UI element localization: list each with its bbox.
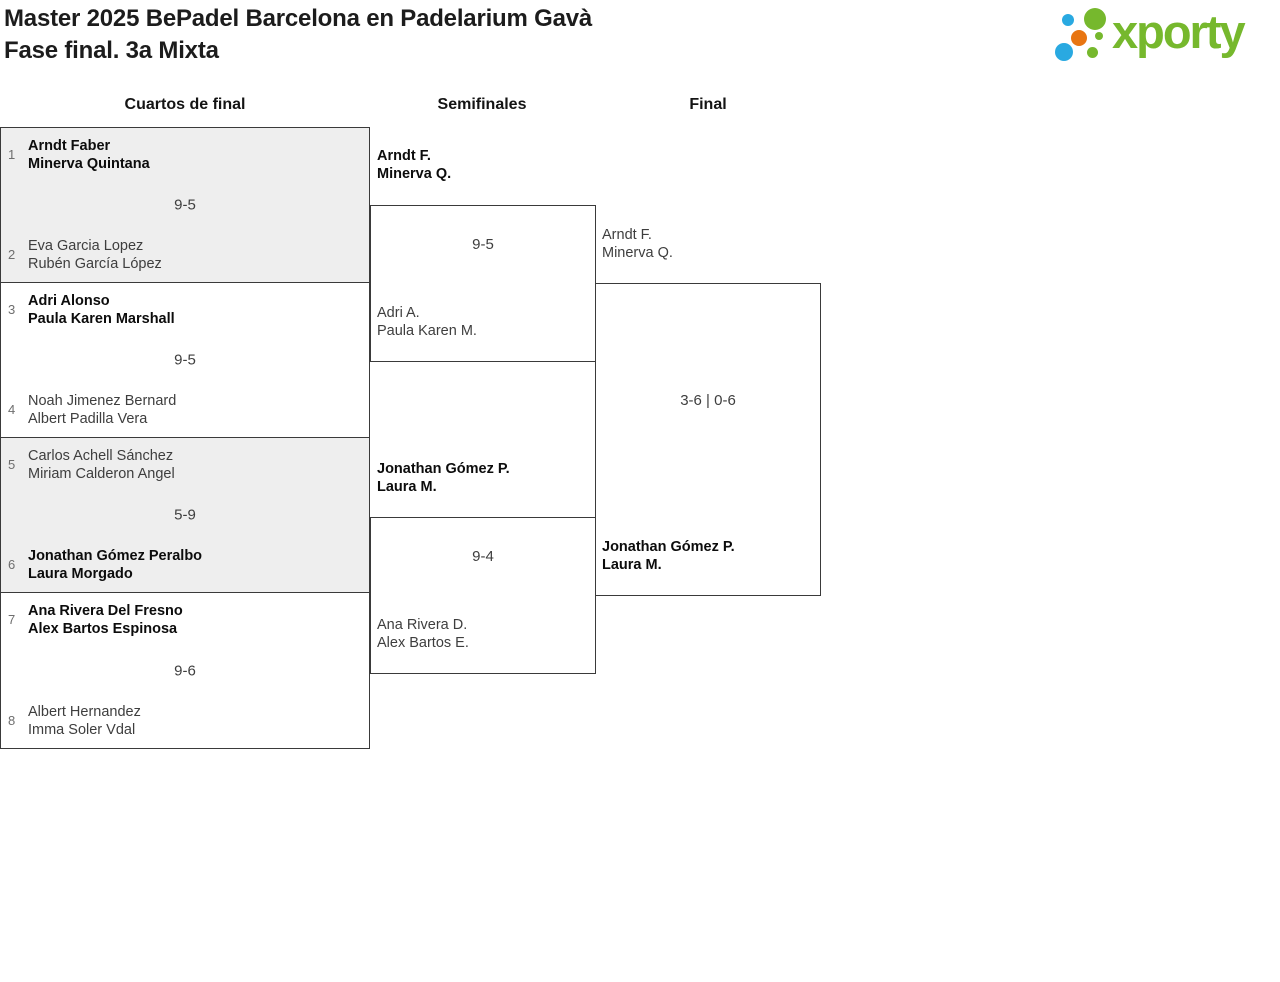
player-name: Ana Rivera Del Fresno	[28, 603, 183, 619]
logo-dot-icon	[1071, 30, 1087, 46]
seed-number: 4	[8, 402, 16, 417]
quarterfinal-match-3[interactable]: 5 Carlos Achell Sánchez Miriam Calderon …	[0, 437, 370, 593]
player-name: Jonathan Gómez Peralbo	[28, 548, 203, 564]
seed-number: 5	[8, 457, 16, 472]
page-title: Master 2025 BePadel Barcelona en Padelar…	[4, 3, 592, 67]
team-pair: Jonathan Gómez P. Laura M.	[602, 538, 735, 574]
team-pair: Adri A. Paula Karen M.	[377, 304, 477, 340]
player-name: Minerva Q.	[377, 166, 452, 182]
final-match[interactable]	[595, 283, 821, 596]
team-pair: Carlos Achell Sánchez Miriam Calderon An…	[28, 447, 175, 483]
xporty-logo[interactable]: xporty	[1050, 0, 1278, 76]
seed-number: 7	[8, 612, 16, 627]
quarterfinals-column: 1 Arndt Faber Minerva Quintana 9-5 2 Eva…	[0, 127, 370, 749]
player-name: Arndt Faber	[28, 138, 111, 154]
quarterfinal-match-4[interactable]: 7 Ana Rivera Del Fresno Alex Bartos Espi…	[0, 592, 370, 749]
player-name: Adri A.	[377, 305, 420, 321]
player-name: Minerva Quintana	[28, 156, 150, 172]
seed-number: 3	[8, 302, 16, 317]
round-header-semifinals: Semifinales	[437, 96, 527, 113]
team-pair: Noah Jimenez Bernard Albert Padilla Vera	[28, 392, 176, 428]
player-name: Miriam Calderon Angel	[28, 466, 175, 482]
player-name: Imma Soler Vdal	[28, 722, 136, 738]
match-score: 9-5	[174, 351, 196, 369]
player-name: Arndt F.	[377, 148, 431, 164]
round-header-final: Final	[689, 96, 727, 113]
player-name: Paula Karen M.	[377, 323, 477, 339]
match-score: 3-6 | 0-6	[680, 392, 736, 409]
logo-dot-icon	[1062, 14, 1074, 26]
phase-subtitle: Fase final. 3a Mixta	[4, 37, 219, 64]
team-pair: Eva Garcia Lopez Rubén García López	[28, 237, 162, 273]
player-name: Minerva Q.	[602, 245, 673, 261]
player-name: Carlos Achell Sánchez	[28, 448, 174, 464]
player-name: Laura Morgado	[28, 566, 133, 582]
player-name: Albert Hernandez	[28, 704, 141, 720]
player-name: Laura M.	[377, 479, 437, 495]
player-name: Alex Bartos E.	[377, 635, 469, 651]
team-pair: Jonathan Gómez Peralbo Laura Morgado	[28, 547, 202, 583]
tournament-title: Master 2025 BePadel Barcelona en Padelar…	[4, 5, 593, 32]
player-name: Noah Jimenez Bernard	[28, 393, 177, 409]
logo-dot-icon	[1095, 32, 1103, 40]
player-name: Rubén García López	[28, 256, 162, 272]
match-score: 9-6	[174, 662, 196, 679]
match-score: 5-9	[174, 506, 196, 524]
player-name: Paula Karen Marshall	[28, 311, 175, 327]
seed-number: 6	[8, 557, 16, 572]
logo-dot-icon	[1087, 47, 1098, 58]
team-pair: Arndt F. Minerva Q.	[602, 226, 673, 262]
team-pair: Albert Hernandez Imma Soler Vdal	[28, 703, 141, 739]
team-pair: Ana Rivera D. Alex Bartos E.	[377, 616, 469, 652]
team-pair: Ana Rivera Del Fresno Alex Bartos Espino…	[28, 602, 183, 638]
match-score: 9-5	[174, 196, 196, 214]
seed-number: 8	[8, 713, 16, 728]
player-name: Ana Rivera D.	[377, 617, 468, 633]
player-name: Laura M.	[602, 557, 662, 573]
team-pair: Jonathan Gómez P. Laura M.	[377, 460, 510, 496]
seed-number: 1	[8, 147, 16, 162]
player-name: Arndt F.	[602, 227, 652, 243]
team-pair: Arndt Faber Minerva Quintana	[28, 137, 150, 173]
player-name: Eva Garcia Lopez	[28, 238, 144, 254]
team-pair: Arndt F. Minerva Q.	[377, 147, 451, 183]
match-score: 9-4	[472, 548, 494, 565]
player-name: Adri Alonso	[28, 293, 110, 309]
player-name: Alex Bartos Espinosa	[28, 621, 178, 637]
logo-wordmark: xporty	[1112, 5, 1246, 58]
player-name: Albert Padilla Vera	[28, 411, 148, 427]
round-header-quarterfinals: Cuartos de final	[124, 96, 246, 113]
seed-number: 2	[8, 247, 16, 262]
player-name: Jonathan Gómez P.	[602, 539, 735, 555]
quarterfinal-match-1[interactable]: 1 Arndt Faber Minerva Quintana 9-5 2 Eva…	[0, 127, 370, 283]
player-name: Jonathan Gómez P.	[377, 461, 510, 477]
team-pair: Adri Alonso Paula Karen Marshall	[28, 292, 175, 328]
match-score: 9-5	[472, 236, 494, 253]
quarterfinal-match-2[interactable]: 3 Adri Alonso Paula Karen Marshall 9-5 4…	[0, 282, 370, 438]
logo-dot-icon	[1055, 43, 1073, 61]
logo-dot-icon	[1084, 8, 1106, 30]
